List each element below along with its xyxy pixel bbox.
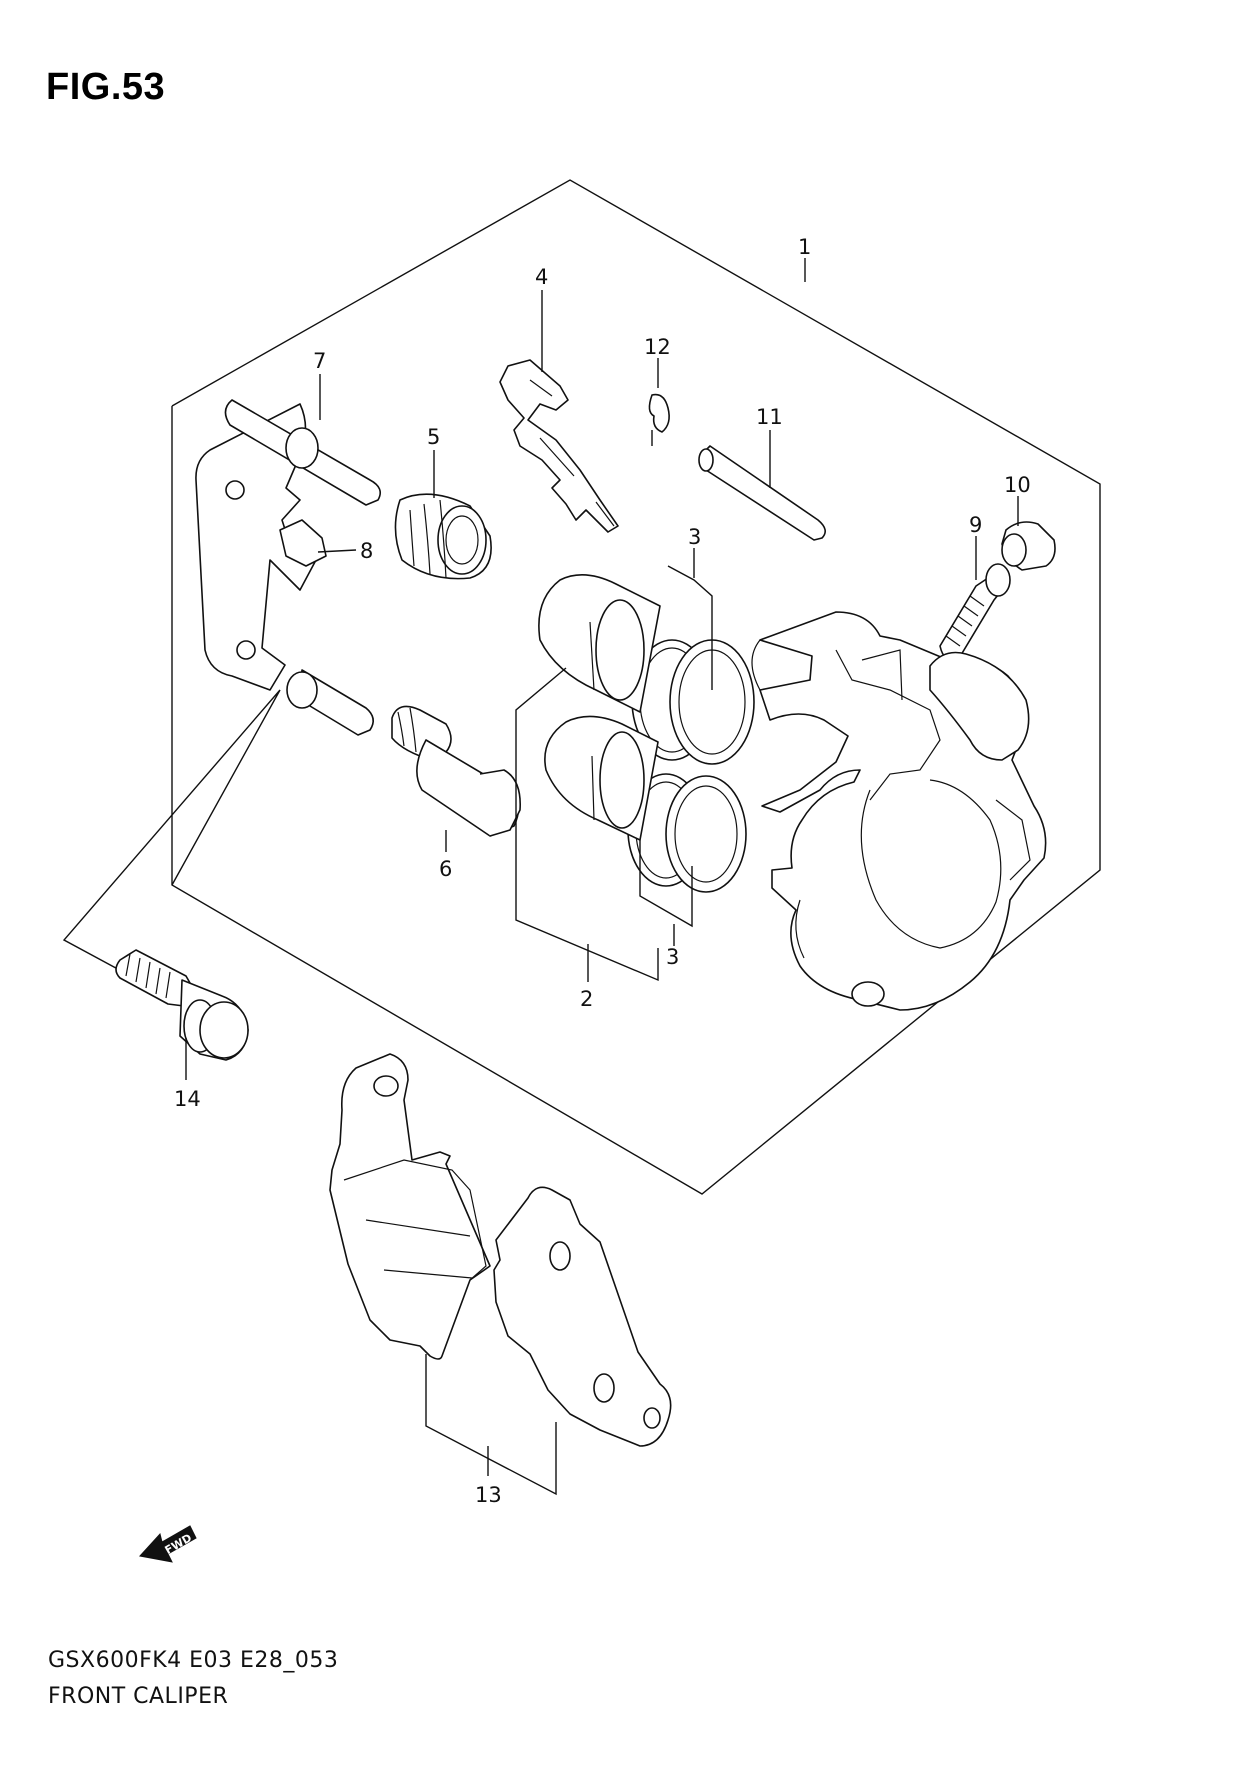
seal-group-bracket-lower <box>639 840 693 928</box>
forward-direction-arrow: FWD <box>139 1525 197 1563</box>
piston-seals-lower <box>627 773 747 893</box>
pin-clip <box>648 393 670 433</box>
callout-4: 4 <box>535 265 548 289</box>
callout-6: 6 <box>439 857 452 881</box>
bracket-clip <box>279 519 327 567</box>
piston-seals-upper <box>631 639 755 765</box>
callout-3-upper: 3 <box>688 525 701 549</box>
mounting-bolt <box>115 949 249 1061</box>
pad-pin <box>698 445 826 541</box>
brake-pad-inner <box>493 1186 672 1447</box>
seal-group-bracket-upper <box>667 565 713 690</box>
callout-5: 5 <box>427 425 440 449</box>
figure-title: FIG.53 <box>46 66 166 108</box>
brake-pad-outer <box>329 1053 491 1360</box>
callout-1: 1 <box>798 235 811 259</box>
pad-group-bracket <box>425 1354 557 1496</box>
callout-13: 13 <box>475 1483 502 1507</box>
callout-7: 7 <box>313 349 326 373</box>
piston-upper <box>538 574 661 713</box>
callout-14: 14 <box>174 1087 201 1111</box>
caliper-body <box>751 611 1047 1011</box>
piston-lower <box>544 715 659 841</box>
bleeder-valve <box>939 563 1011 662</box>
pin-boot <box>394 493 492 580</box>
pad-spring <box>499 359 619 533</box>
callout-11: 11 <box>756 405 783 429</box>
slide-pin <box>391 705 521 837</box>
callout-10: 10 <box>1004 473 1031 497</box>
callout-8: 8 <box>360 539 373 563</box>
caliper-bracket <box>195 399 381 736</box>
callout-9: 9 <box>969 513 982 537</box>
model-code: GSX600FK4 E03 E28_053 <box>48 1648 339 1673</box>
callout-3-lower: 3 <box>666 945 679 969</box>
bleeder-cap <box>1001 521 1056 571</box>
diagram-name: FRONT CALIPER <box>48 1684 229 1709</box>
piston-group-bracket <box>515 667 659 982</box>
callout-2: 2 <box>580 987 593 1011</box>
callout-12: 12 <box>644 335 671 359</box>
